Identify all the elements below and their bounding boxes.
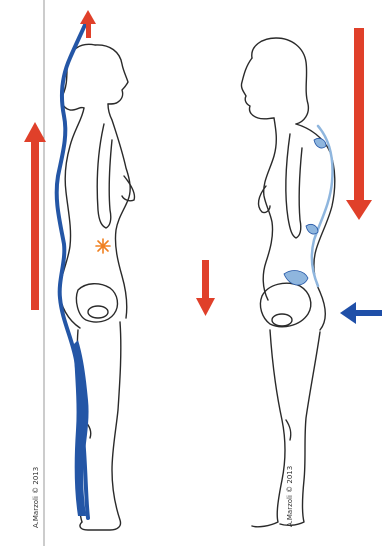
left-breast xyxy=(122,176,135,201)
small-down-arrow-icon xyxy=(196,260,215,316)
left-arm xyxy=(97,124,112,228)
big-up-arrow-icon xyxy=(24,122,46,310)
left-pelvis-bone xyxy=(76,284,117,322)
right-pelvis-inner xyxy=(272,314,292,326)
right-neck-highlight xyxy=(314,138,326,148)
right-spine-line xyxy=(312,126,333,286)
down-arrow-icon xyxy=(346,28,372,220)
right-face-profile xyxy=(241,58,274,119)
left-figure xyxy=(60,44,135,530)
right-midback-highlight xyxy=(306,224,318,234)
right-leg-front xyxy=(252,330,285,527)
credit-right: A.Marzoli © 2013 xyxy=(286,466,294,527)
right-figure xyxy=(241,38,334,527)
right-knee xyxy=(286,420,291,440)
right-pelvis-bone xyxy=(260,283,310,327)
right-arm xyxy=(286,134,302,238)
left-face-profile xyxy=(95,45,128,104)
asterisk-icon xyxy=(96,239,110,253)
left-hair-outline xyxy=(62,44,95,110)
right-hair xyxy=(252,38,309,124)
credit-left: A.Marzoli © 2013 xyxy=(32,467,40,528)
left-arrow-icon xyxy=(340,302,382,324)
left-pelvis-inner xyxy=(88,306,108,318)
left-torso-front xyxy=(108,104,130,318)
